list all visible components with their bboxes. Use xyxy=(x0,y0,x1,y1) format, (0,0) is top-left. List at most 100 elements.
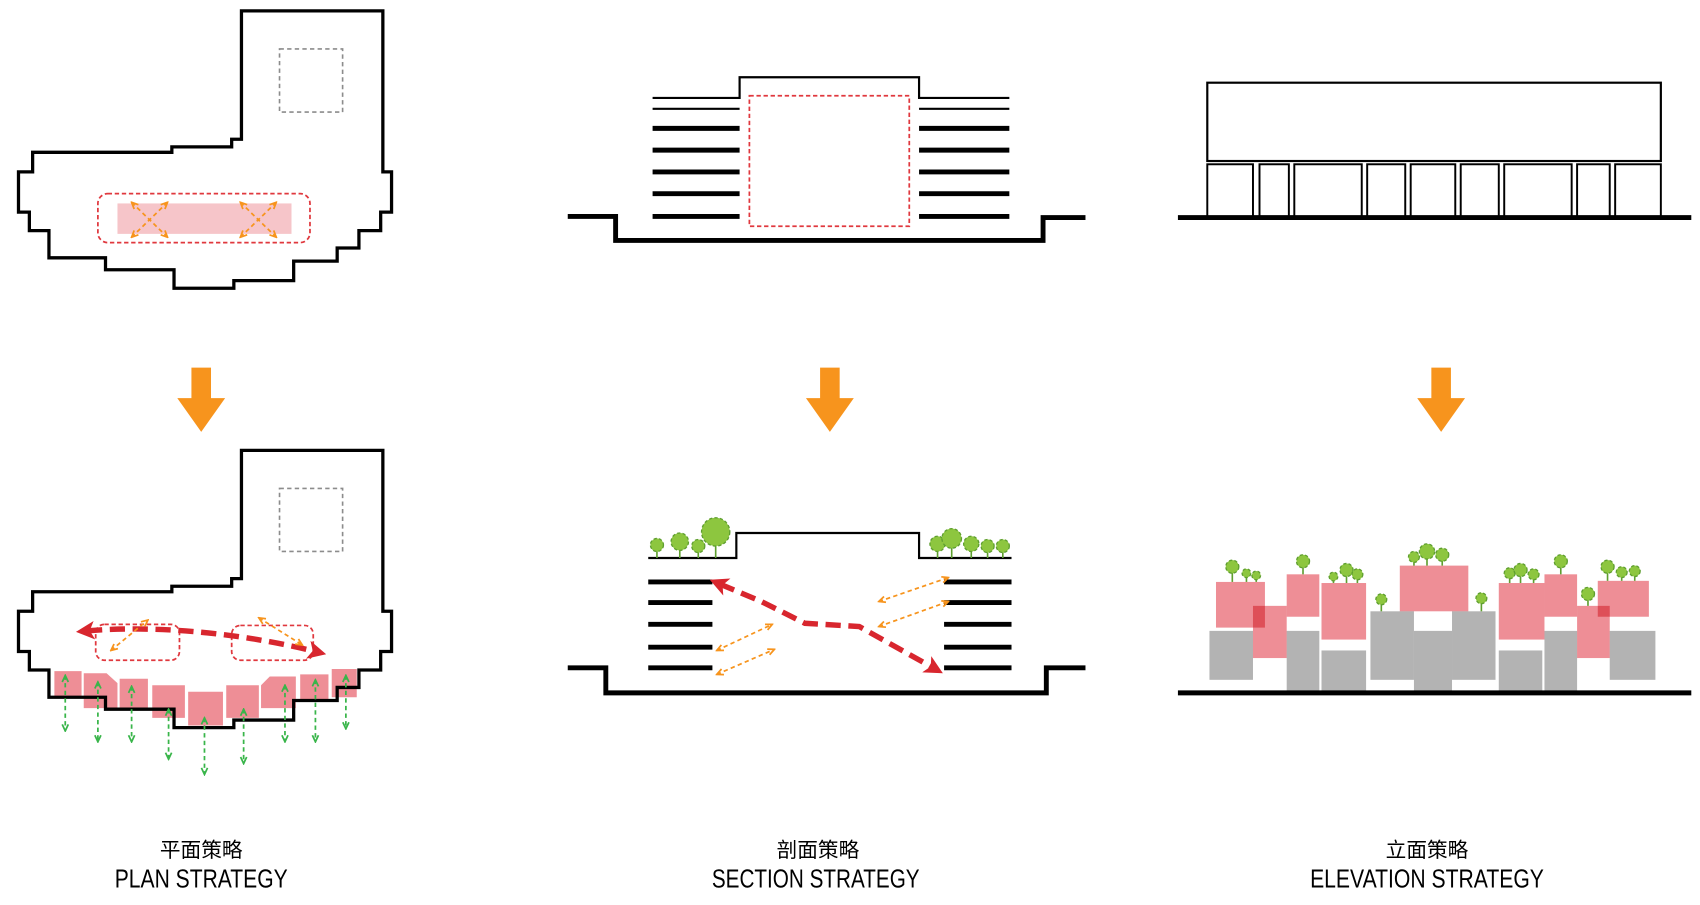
storefront-bay xyxy=(1459,163,1500,218)
connection-arrows xyxy=(717,578,949,675)
facade-extension xyxy=(261,676,296,709)
tree-crown xyxy=(1475,592,1488,605)
tree-crown xyxy=(649,537,665,553)
facade-extension xyxy=(300,674,329,700)
facade-box xyxy=(1597,580,1649,617)
storefront-bay xyxy=(1503,163,1573,218)
tree xyxy=(691,538,706,559)
tree xyxy=(1225,559,1240,582)
tree-crown xyxy=(691,538,706,554)
tree-crown xyxy=(995,538,1010,554)
section-roof-outline xyxy=(648,531,1012,560)
tree xyxy=(1251,570,1262,582)
down-arrow-icon xyxy=(177,367,226,432)
tree-crown xyxy=(1600,559,1615,574)
tree xyxy=(700,517,731,559)
elevation-label-cn: 立面策略 xyxy=(1386,838,1469,862)
existing-volume xyxy=(1452,611,1496,680)
floor-slabs xyxy=(652,107,1010,219)
storefront-bay xyxy=(1576,163,1611,218)
tree xyxy=(1407,550,1421,566)
section-label-cn: 剖面策略 xyxy=(777,838,860,862)
tree-crown xyxy=(941,527,963,549)
tree-crown xyxy=(963,535,980,553)
tree xyxy=(1375,593,1388,612)
tree xyxy=(1503,567,1516,584)
existing-volume xyxy=(1498,650,1543,693)
storefront-bay xyxy=(1206,163,1254,218)
section-strategy xyxy=(567,517,1086,696)
section-ground-line xyxy=(567,665,1086,696)
down-arrow-icon xyxy=(805,367,854,432)
existing-volume xyxy=(1286,630,1320,693)
section-roof-outline xyxy=(652,76,1010,100)
core-dashed-square xyxy=(278,48,344,113)
upper-facade-volume xyxy=(1206,81,1662,163)
elevation-strategy xyxy=(1177,543,1692,696)
tree xyxy=(941,527,963,559)
tree xyxy=(1328,571,1339,584)
tree xyxy=(1628,564,1641,581)
tree-crown xyxy=(1241,568,1252,579)
program-zone-fill xyxy=(117,203,292,234)
section-label-en: SECTION STRATEGY xyxy=(712,864,920,894)
existing-volume xyxy=(1544,630,1578,693)
tree xyxy=(1339,562,1354,584)
existing-volume xyxy=(1370,611,1414,680)
down-arrow-icon xyxy=(1417,367,1466,432)
tree xyxy=(649,537,665,559)
storefront-bay xyxy=(1258,163,1290,218)
facade-box xyxy=(1286,574,1320,617)
expansion-arrow xyxy=(132,202,168,237)
tree-crown xyxy=(1251,570,1262,581)
tree-crown xyxy=(1553,554,1568,569)
facade-extension xyxy=(119,678,148,710)
storefront-bays xyxy=(1206,163,1662,218)
facade-extension xyxy=(226,685,259,718)
facade-extension xyxy=(54,671,82,698)
tree xyxy=(1527,568,1540,584)
tree xyxy=(963,535,980,559)
tree-crown xyxy=(980,538,995,554)
storefront-bay xyxy=(1614,163,1662,218)
tree xyxy=(995,538,1010,559)
tree xyxy=(929,535,946,559)
tree-crown xyxy=(1503,567,1516,580)
tree xyxy=(1553,554,1568,575)
facade-boxes xyxy=(1215,565,1649,659)
facade-extension xyxy=(331,668,357,698)
elevation-existing xyxy=(1177,81,1692,221)
storefront-bay xyxy=(1293,163,1363,218)
tree-crown xyxy=(700,517,731,547)
tree-crown xyxy=(1628,564,1641,578)
tree xyxy=(1513,562,1528,584)
tree-crown xyxy=(1418,543,1436,560)
facade-box xyxy=(1399,565,1469,612)
connection-arrow xyxy=(879,602,949,627)
expansion-arrows xyxy=(132,202,277,237)
tree xyxy=(980,538,995,559)
tree xyxy=(1418,543,1436,566)
tree-crown xyxy=(1375,593,1388,606)
connection-arrow xyxy=(879,578,949,602)
tree-crown xyxy=(1351,568,1364,581)
tree xyxy=(670,532,690,559)
expansion-arrow xyxy=(240,202,276,237)
tree xyxy=(1241,568,1252,582)
tree xyxy=(1600,559,1615,581)
atrium-zone-outline xyxy=(748,94,911,228)
tree-crown xyxy=(670,532,690,552)
connection-arrows xyxy=(111,618,302,651)
tree-crown xyxy=(1328,571,1339,582)
tree-crown xyxy=(1615,566,1628,579)
tree-crown xyxy=(1580,586,1596,602)
tree xyxy=(1351,568,1364,584)
section-existing xyxy=(567,76,1086,243)
facade-box xyxy=(1252,605,1287,659)
connection-arrow xyxy=(717,649,775,674)
roof-greenery xyxy=(649,517,1010,559)
existing-volume xyxy=(1413,630,1453,693)
program-zone-outline xyxy=(97,192,311,244)
connection-arrow xyxy=(111,620,148,650)
tree-crown xyxy=(1225,559,1240,574)
